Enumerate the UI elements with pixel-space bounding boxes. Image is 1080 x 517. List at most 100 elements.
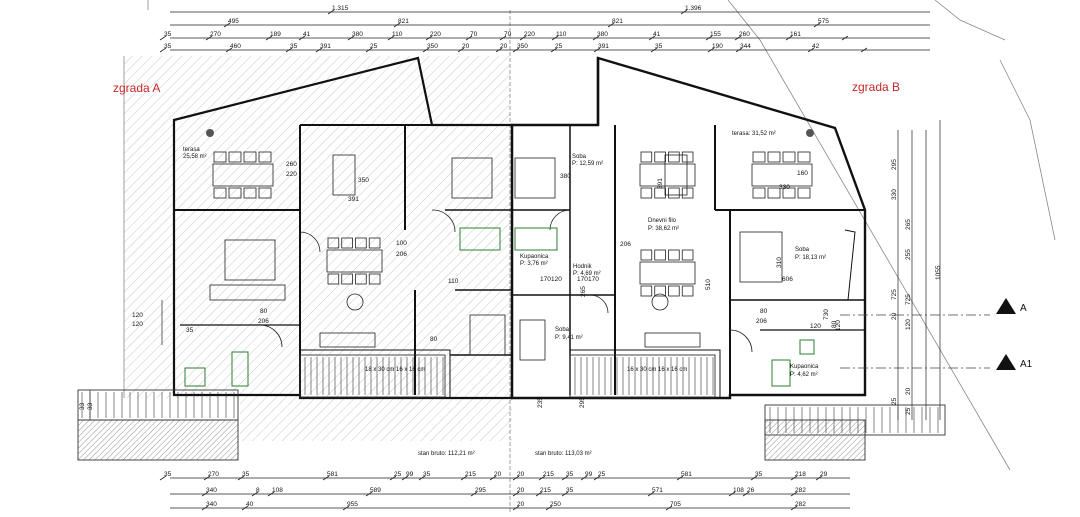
chair (797, 187, 811, 199)
tick (728, 491, 736, 497)
top-row4-value: 20 (500, 43, 508, 50)
top-row2-value: 575 (818, 18, 829, 25)
tick (790, 505, 798, 511)
chair (355, 273, 367, 285)
bottom-row2-value: 215 (540, 487, 551, 494)
bottom-row2-value: 108 (733, 487, 744, 494)
bottom-tick-marks (159, 475, 823, 511)
right-dim-value: 25 (905, 407, 912, 415)
tick (159, 475, 167, 481)
dining-table (639, 261, 696, 285)
chair (228, 187, 242, 199)
tick (298, 35, 306, 41)
tick (551, 35, 559, 41)
chair (752, 151, 766, 163)
right-dim-value: 20 (905, 387, 912, 395)
chair (668, 151, 680, 163)
chair (341, 237, 353, 249)
top-row2-value: 495 (228, 18, 239, 25)
tick (592, 35, 600, 41)
top-row2-value: 821 (398, 18, 409, 25)
top-row4-value: 344 (740, 43, 751, 50)
top-row4-value: 25 (555, 43, 563, 50)
chair (213, 151, 227, 163)
top-tick-marks (159, 9, 868, 53)
tick (489, 475, 497, 481)
top-row3-value: 41 (303, 31, 311, 38)
tick (499, 35, 507, 41)
tick (265, 35, 273, 41)
tick (342, 505, 350, 511)
bottom-row2-value: 282 (795, 487, 806, 494)
interior-dim-value: 310 (776, 257, 783, 268)
building-a-walls (172, 56, 514, 400)
interior-dim-value: 206 (756, 318, 767, 325)
building-a-hatch (124, 56, 512, 441)
bottom-row2-value: 108 (272, 487, 283, 494)
bottom-terraces (77, 354, 946, 461)
stairs-a-label: 18 x 30 cm 16 x 16 cm (365, 367, 425, 373)
right-dim-value: 725 (891, 289, 898, 300)
door-swing (299, 231, 321, 253)
bottom-row1-value: 35 (242, 471, 250, 478)
right-dim-value: 1055 (935, 265, 942, 280)
room-soba-1-name: Soba (572, 154, 587, 160)
chair (782, 187, 796, 199)
chair (767, 187, 781, 199)
room-soba-3-area: P: 9,41 m² (555, 335, 583, 341)
bottom-row1-value: 215 (543, 471, 554, 478)
chair (654, 285, 666, 297)
door-swing (431, 209, 456, 233)
interior-dim-value: 206 (396, 251, 407, 258)
chair (654, 249, 666, 261)
total-b: stan bruto: 113,03 m² (535, 451, 592, 457)
bottom-row1-value: 35 (755, 471, 763, 478)
right-dim-value: 725 (905, 294, 912, 305)
tick (813, 22, 821, 28)
interior-dim-value: 220 (286, 171, 297, 178)
chair (681, 249, 694, 261)
round-table (346, 293, 364, 311)
room-soba-3-name: Soba (555, 327, 570, 333)
section-a1-marker (996, 354, 1016, 370)
tick (460, 475, 468, 481)
terrace-a-name: terasa (183, 147, 200, 153)
tick (790, 491, 798, 497)
bottom-dimension-lines (170, 477, 850, 509)
interior-dim-value: 730 (823, 309, 830, 320)
chair (782, 151, 796, 163)
top-overall-value: 1.396 (685, 5, 702, 12)
counter (209, 284, 286, 301)
chair (368, 237, 381, 249)
interior-dim-value: 206 (620, 241, 631, 248)
tick (327, 9, 335, 15)
door-swing (259, 324, 283, 348)
chair (243, 187, 257, 199)
top-row4-value: 190 (712, 43, 723, 50)
tick (676, 475, 684, 481)
dining-table (751, 163, 813, 187)
tick (535, 491, 543, 497)
tick (495, 47, 503, 53)
top-row4-value: 35 (655, 43, 663, 50)
interior-dim-value: 606 (782, 276, 793, 283)
chair (228, 151, 242, 163)
tick (457, 47, 465, 53)
bottom-row1-value: 20 (494, 471, 502, 478)
bed (519, 319, 546, 361)
bottom-row2-value: 35 (566, 487, 574, 494)
bottom-row2-value: 8 (256, 487, 260, 494)
bed (739, 231, 783, 283)
tick (512, 491, 520, 497)
bottom-row1-value: 35 (566, 471, 574, 478)
room-soba-2-area: P: 18,13 m² (795, 255, 826, 261)
section-a1-label: A1 (1020, 359, 1033, 370)
chair (355, 237, 367, 249)
bottom-row2-value: 20 (517, 487, 525, 494)
tick (650, 47, 658, 53)
top-row3-value: 110 (392, 31, 403, 38)
chair (752, 187, 766, 199)
interior-dim-value: 80 (430, 336, 438, 343)
dining-table (639, 163, 696, 187)
building-b-label: zgrada B (852, 80, 900, 94)
